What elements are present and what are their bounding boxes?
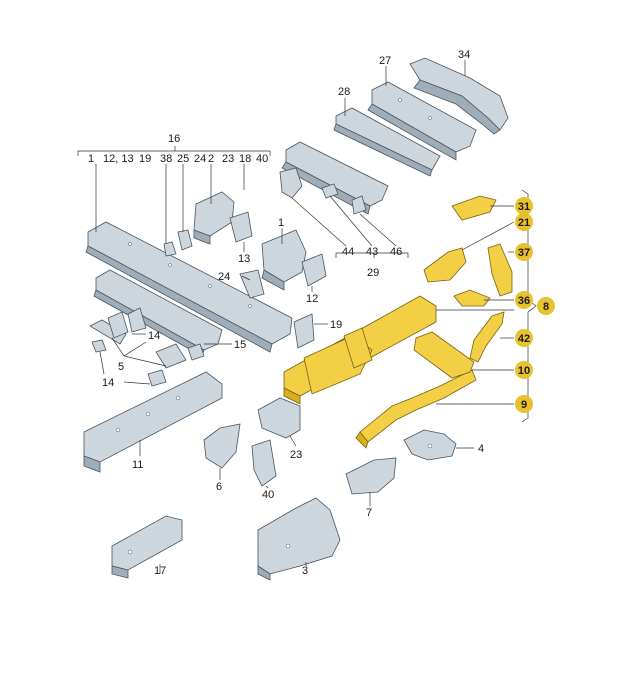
label-38: 38	[160, 153, 172, 165]
label-9: 9	[521, 399, 527, 411]
label-8: 8	[543, 301, 549, 313]
label-7: 7	[366, 507, 372, 519]
part-5[interactable]	[89, 311, 205, 369]
badge-42[interactable]	[515, 329, 533, 347]
label-5: 5	[118, 361, 124, 373]
label-18: 18	[239, 153, 251, 165]
label-27: 27	[379, 55, 391, 67]
label-24: 24	[194, 153, 206, 165]
part-3[interactable]	[257, 497, 341, 581]
label-28: 28	[338, 86, 350, 98]
label-16: 16	[168, 133, 180, 145]
label-12: 12	[306, 293, 318, 305]
label-37: 37	[518, 247, 530, 259]
badge-31[interactable]	[515, 197, 533, 215]
part-10[interactable]	[413, 331, 475, 379]
part-21[interactable]	[423, 247, 467, 283]
label-17: 17	[154, 565, 166, 577]
label-23b: 23	[290, 449, 302, 461]
badge-37[interactable]	[515, 243, 533, 261]
part-1[interactable]	[85, 221, 293, 353]
label-19: 19	[139, 153, 151, 165]
part-7[interactable]	[345, 457, 397, 495]
part-46[interactable]	[351, 195, 367, 215]
label-23: 23	[222, 153, 234, 165]
part-15[interactable]	[93, 269, 223, 357]
part-9[interactable]	[355, 369, 477, 449]
label-40: 40	[256, 153, 268, 165]
part-27[interactable]	[367, 81, 477, 161]
label-1: 1	[88, 153, 94, 165]
label-40b: 40	[262, 489, 274, 501]
label-14a: 14	[148, 330, 160, 342]
part-4[interactable]	[403, 429, 457, 461]
label-42: 42	[518, 333, 530, 345]
leader-lines	[77, 60, 537, 574]
part-42[interactable]	[469, 311, 505, 363]
label-46: 46	[390, 246, 402, 258]
label-12-13: 12, 13	[103, 153, 134, 165]
part-14b[interactable]	[91, 339, 167, 387]
part-2[interactable]	[193, 191, 235, 245]
label-21: 21	[518, 217, 530, 229]
label-34: 34	[458, 49, 470, 61]
part-12[interactable]	[301, 253, 327, 287]
part-40[interactable]	[251, 439, 277, 487]
label-19b: 19	[330, 319, 342, 331]
label-13: 13	[238, 253, 250, 265]
label-14b: 14	[102, 377, 114, 389]
badge-10[interactable]	[515, 361, 533, 379]
part-28[interactable]	[333, 107, 441, 177]
callout-badges: 31 21 37 36 42 10 9 8	[515, 197, 555, 413]
badge-21[interactable]	[515, 213, 533, 231]
part-25[interactable]	[177, 229, 193, 251]
label-11: 11	[132, 459, 143, 471]
part-19[interactable]	[293, 313, 315, 349]
part-13[interactable]	[229, 211, 253, 243]
part-34[interactable]	[409, 57, 509, 135]
part-24b[interactable]	[239, 269, 265, 299]
badge-36[interactable]	[515, 291, 533, 309]
part-36[interactable]	[453, 289, 491, 307]
part-1b[interactable]	[261, 229, 307, 291]
label-36: 36	[518, 295, 530, 307]
part-31[interactable]	[451, 195, 497, 221]
part-8-assembly[interactable]	[283, 295, 437, 405]
part-17[interactable]	[111, 515, 183, 579]
label-3: 3	[302, 565, 308, 577]
badge-8[interactable]	[537, 297, 555, 315]
label-25: 25	[177, 153, 189, 165]
part-23[interactable]	[257, 397, 301, 439]
part-6[interactable]	[203, 423, 241, 469]
labels: 16 1 12, 13 19 38 25 24 2 23 18 40 27 34…	[88, 49, 484, 577]
badge-9[interactable]	[515, 395, 533, 413]
label-44: 44	[342, 246, 354, 258]
label-1b: 1	[278, 217, 284, 229]
label-4: 4	[478, 443, 484, 455]
label-29: 29	[367, 267, 379, 279]
part-44[interactable]	[279, 167, 303, 199]
label-31: 31	[518, 201, 530, 213]
label-24b: 24	[218, 271, 230, 283]
label-2: 2	[208, 153, 214, 165]
label-43: 43	[366, 246, 378, 258]
label-15: 15	[234, 339, 246, 351]
part-43[interactable]	[321, 183, 339, 199]
part-11[interactable]	[83, 371, 223, 473]
part-37[interactable]	[487, 243, 513, 297]
label-10: 10	[518, 365, 530, 377]
part-14a[interactable]	[127, 307, 147, 333]
label-6: 6	[216, 481, 222, 493]
part-38[interactable]	[163, 241, 177, 257]
